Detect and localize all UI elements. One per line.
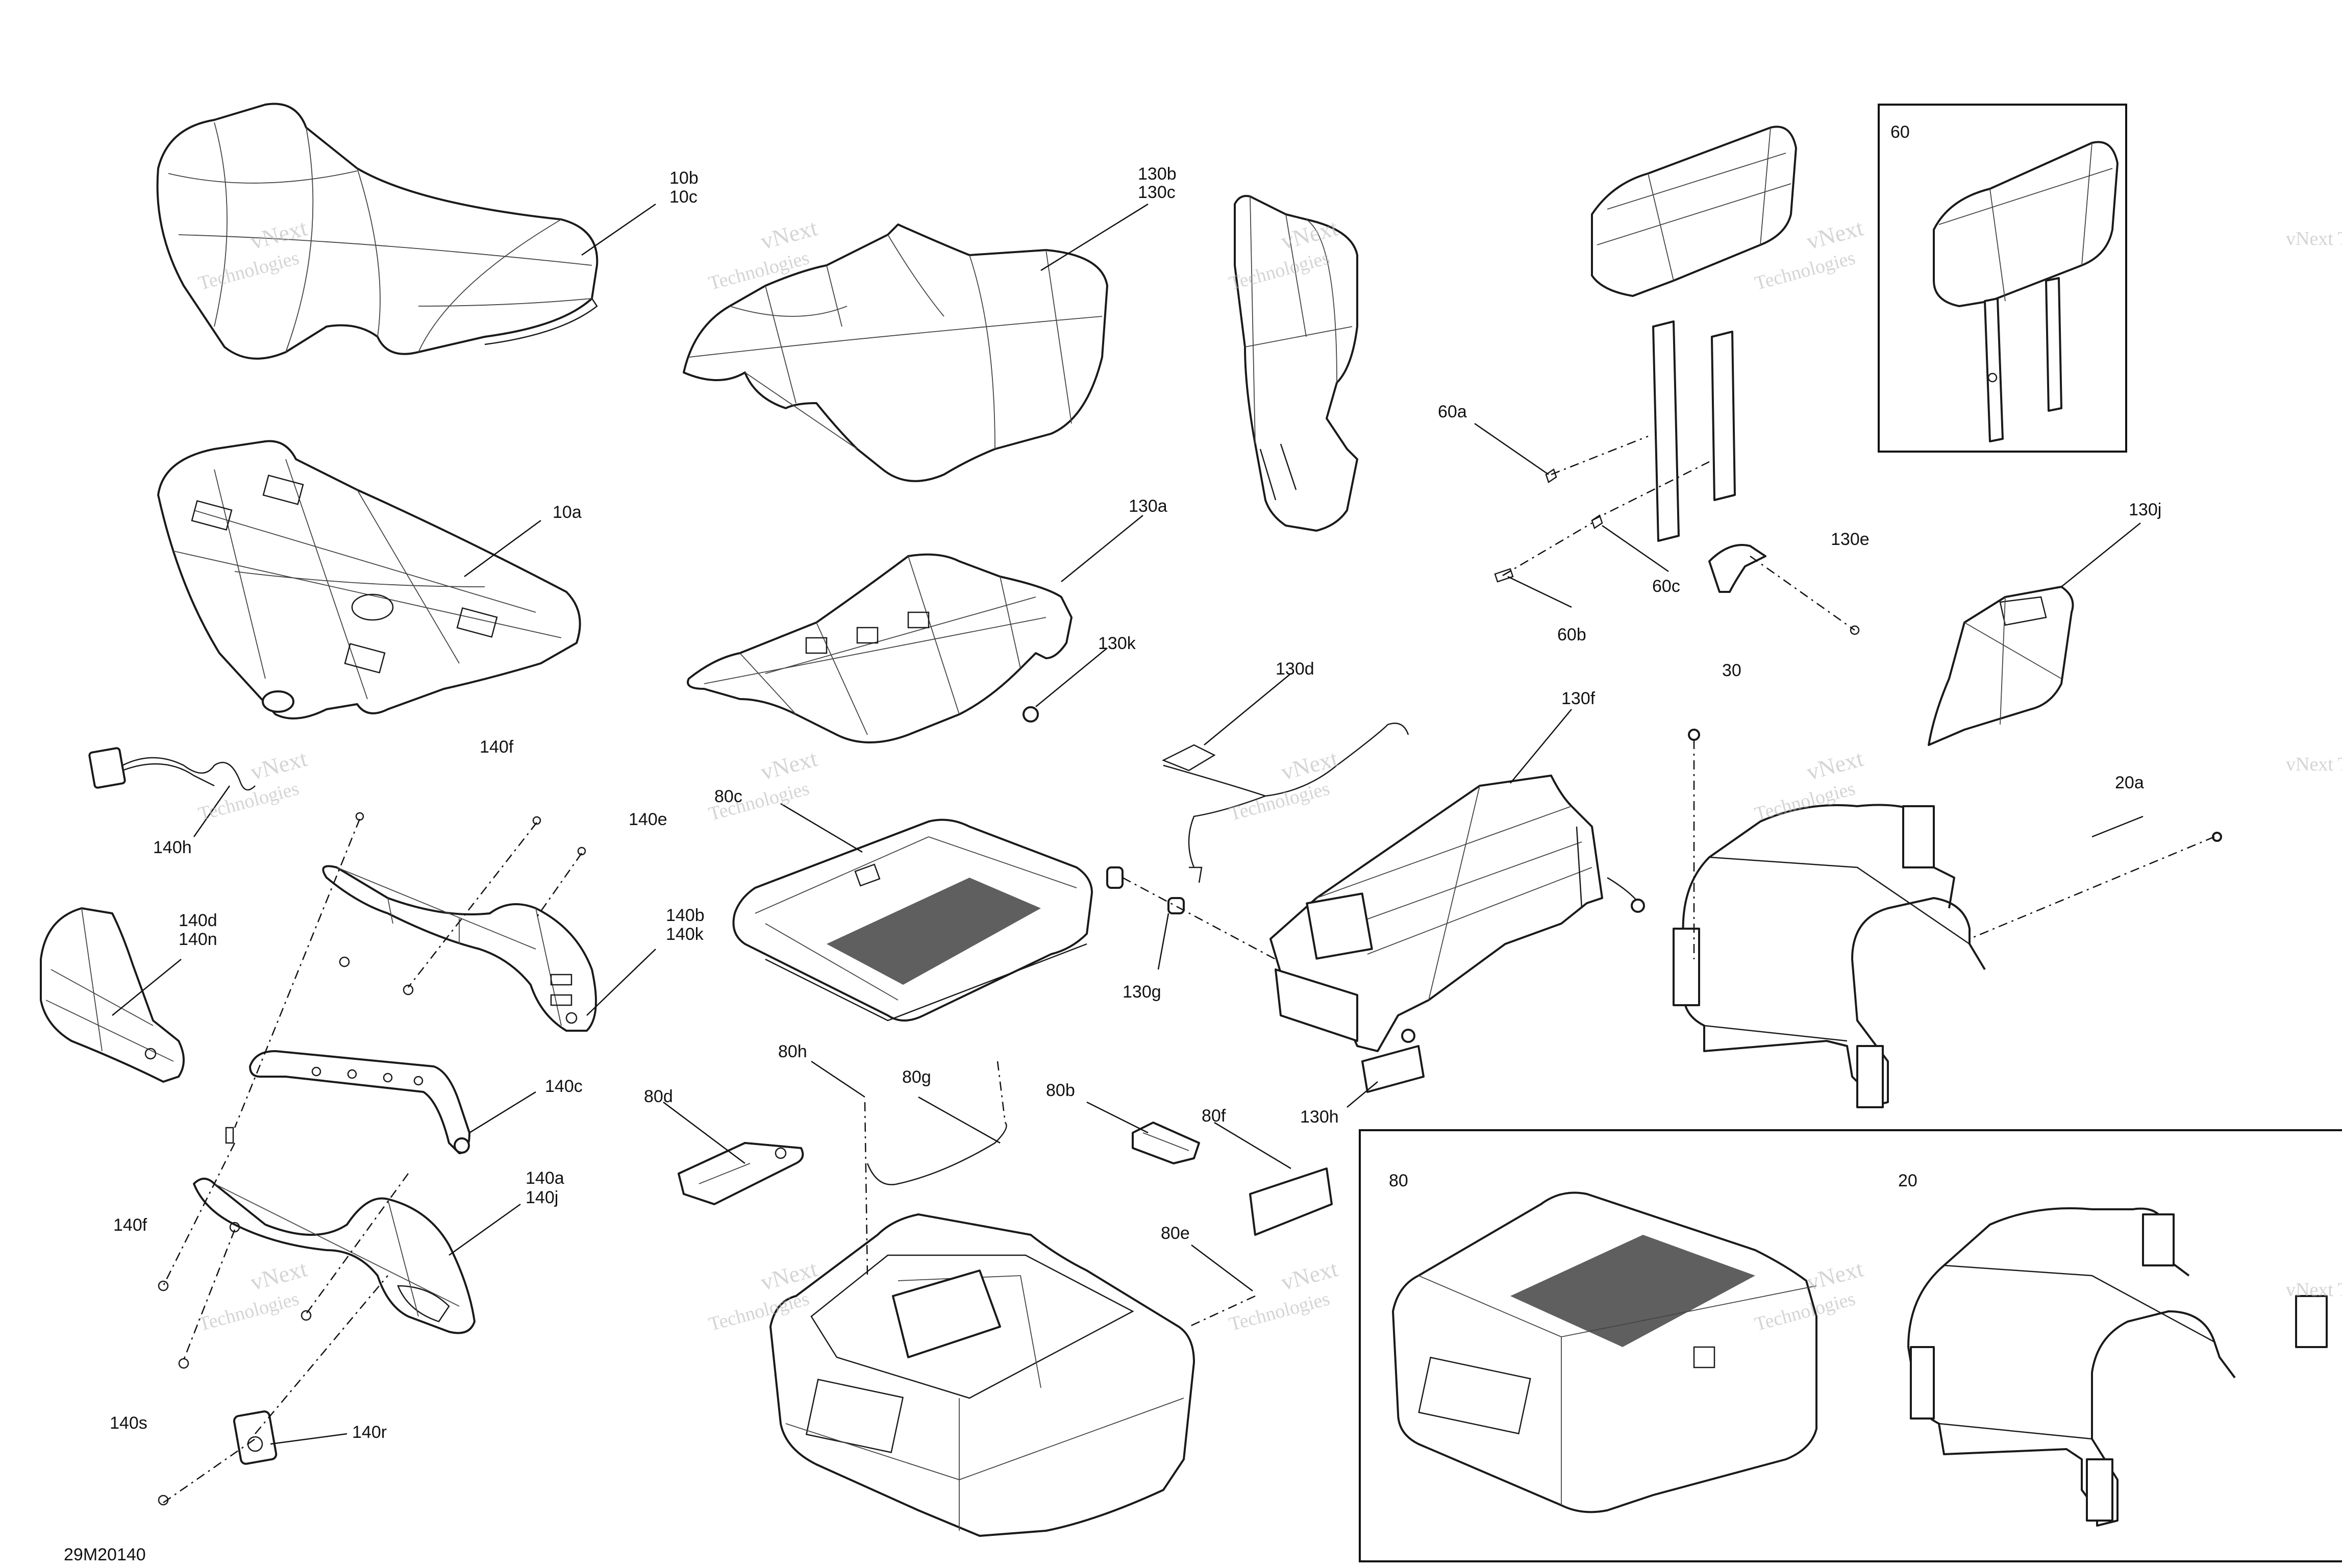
assembly-dash-lines (162, 435, 2215, 1504)
watermark-line1: vNext (247, 1255, 310, 1295)
label-130f: 130f (1561, 689, 1596, 708)
label-130b: 130b (1138, 164, 1177, 184)
part-seat-slide-130f[interactable] (1269, 775, 1645, 1052)
part-armrest-upper-140b[interactable] (322, 865, 597, 1032)
watermark-line1: vNext (758, 214, 820, 254)
label-140h: 140h (153, 838, 192, 857)
part-storage-assembly-80[interactable] (1392, 1191, 1817, 1513)
label-140b: 140b (666, 906, 705, 925)
headrest-assembly-60-box (1878, 104, 2127, 453)
label-140k: 140k (666, 925, 704, 944)
part-bolt-30[interactable] (1688, 729, 1700, 741)
part-headrest-assembly-60[interactable] (1933, 141, 2119, 442)
diagram-id: 29M20140 (64, 1545, 146, 1564)
label-10b: 10b (669, 168, 699, 188)
label-60a: 60a (1438, 402, 1467, 421)
part-latch-plate-80d[interactable] (678, 1142, 804, 1205)
watermark-line1: vNext (247, 745, 310, 785)
label-20: 20 (1898, 1171, 1917, 1190)
part-headrest-pad[interactable] (1591, 126, 1797, 297)
label-130d: 130d (1276, 659, 1314, 679)
label-130g: 130g (1123, 982, 1161, 1002)
watermark-line1: vNext (1278, 1255, 1340, 1295)
part-latch-80b[interactable] (1132, 1122, 1200, 1164)
part-storage-lid-80c[interactable] (732, 818, 1093, 1022)
part-armrest-lower-140a[interactable] (193, 1178, 476, 1334)
label-140e: 140e (629, 810, 667, 829)
label-140j: 140j (526, 1188, 558, 1207)
watermark-line1: vNext (1804, 214, 1866, 254)
label-140s: 140s (110, 1413, 147, 1433)
watermark-line1: vNext (1278, 745, 1340, 785)
label-80: 80 (1389, 1171, 1408, 1190)
part-seat-base-10a[interactable] (157, 440, 581, 719)
label-80g: 80g (902, 1067, 931, 1087)
label-60c: 60c (1652, 577, 1680, 596)
label-140c: 140c (545, 1077, 583, 1096)
label-130a: 130a (1129, 496, 1167, 516)
part-storage-bin-80a[interactable] (769, 1213, 1195, 1537)
label-140n: 140n (179, 930, 217, 949)
part-seat-frame-130a[interactable] (687, 553, 1073, 743)
part-clip-140r[interactable] (233, 1410, 278, 1465)
watermark-edge: vNext Technologies (2286, 754, 2342, 775)
label-80h: 80h (778, 1042, 807, 1061)
part-trim-clip-130e[interactable] (1708, 544, 1766, 593)
label-140r: 140r (352, 1423, 387, 1442)
part-side-cover-130j[interactable] (1928, 586, 2074, 746)
label-80d: 80d (644, 1087, 673, 1106)
part-seat-frame-tube[interactable] (1673, 804, 1986, 1108)
label-20a: 20a (2115, 773, 2144, 792)
label-140d: 140d (179, 911, 217, 930)
watermark-edge: vNext Technologies (2286, 228, 2342, 250)
part-grab-handle-140c[interactable] (249, 1050, 470, 1154)
part-wire-harness-130d[interactable] (1161, 723, 1409, 883)
label-140a: 140a (526, 1168, 564, 1188)
watermark-line2: Technologies (196, 1288, 301, 1335)
watermark-line1: vNext (758, 745, 820, 785)
label-130h: 130h (1300, 1107, 1339, 1127)
label-10a: 10a (553, 503, 582, 522)
watermark-line2: Technologies (1227, 778, 1332, 825)
label-130j: 130j (2129, 500, 2161, 519)
part-switch-harness-140h[interactable] (88, 747, 256, 791)
part-seat-cushion-130b[interactable] (683, 223, 1108, 482)
label-130k: 130k (1098, 634, 1136, 653)
callout-labels: 10b 10c 10a 130b 130c 130a 130k 130d 130… (64, 122, 2161, 1564)
watermark-line2: Technologies (1227, 1288, 1332, 1335)
part-side-cover-140d[interactable] (40, 907, 185, 1083)
label-140f-top: 140f (480, 737, 514, 757)
part-cable-80g[interactable] (866, 1122, 1007, 1185)
watermark-edge: vNext Technologies (2286, 1279, 2342, 1301)
label-80f: 80f (1202, 1106, 1226, 1126)
label-130c: 130c (1138, 183, 1176, 202)
part-label-80f[interactable] (1249, 1167, 1333, 1236)
label-60: 60 (1890, 122, 1910, 142)
assembly-inset-box (1359, 1129, 2342, 1562)
part-seat-cushion-10b[interactable] (156, 103, 599, 360)
label-140f-bottom: 140f (113, 1215, 147, 1235)
label-10c: 10c (669, 187, 697, 207)
label-60b: 60b (1557, 625, 1586, 644)
watermark-line2: Technologies (1752, 247, 1857, 294)
part-headrest-posts-60c[interactable] (1652, 320, 1736, 542)
label-130e: 130e (1831, 530, 1870, 549)
label-80c: 80c (714, 787, 742, 806)
label-30: 30 (1722, 661, 1741, 680)
watermark-line1: vNext (1804, 745, 1866, 785)
part-backrest-side-130e[interactable] (1234, 195, 1358, 532)
part-label-130h[interactable] (1361, 1045, 1425, 1093)
watermark-line1: vNext (1804, 1255, 1866, 1295)
fasteners-140-group (158, 812, 586, 1506)
fasteners-60-group (1494, 468, 1860, 635)
label-80e: 80e (1161, 1224, 1190, 1243)
label-80b: 80b (1046, 1081, 1075, 1100)
part-seat-frame-assembly-20[interactable] (1907, 1207, 2328, 1527)
leader-lines (112, 203, 2144, 1445)
